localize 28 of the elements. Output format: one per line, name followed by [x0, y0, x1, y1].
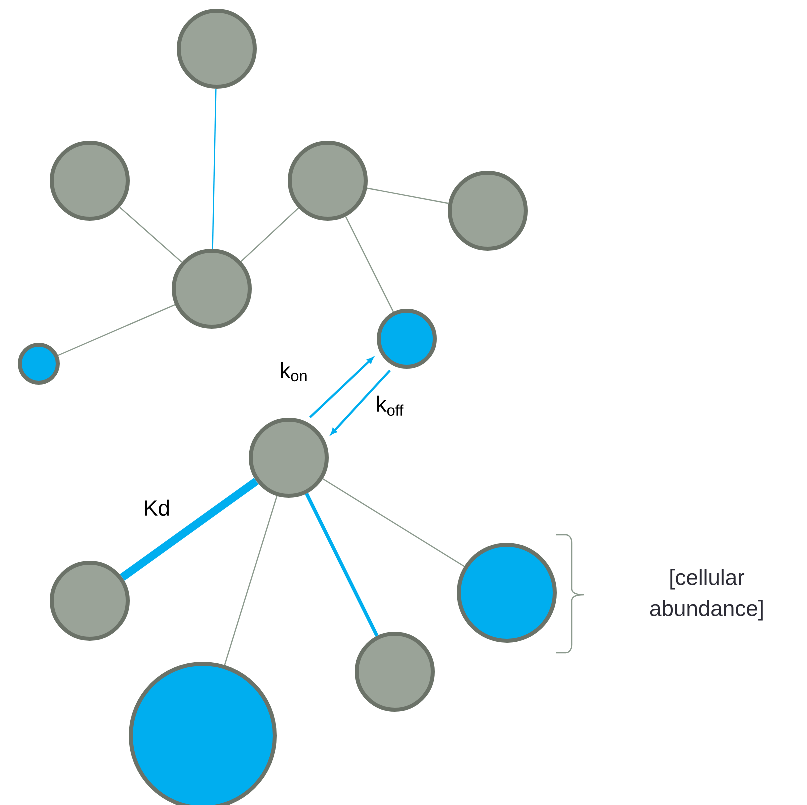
- network-node: [288, 140, 368, 221]
- connector-line: [240, 208, 300, 262]
- network-node: [50, 140, 130, 221]
- network-node: [129, 662, 277, 805]
- connector-line: [58, 304, 176, 356]
- connector-line: [367, 188, 449, 204]
- connector-line: [212, 88, 217, 249]
- network-node: [172, 248, 252, 329]
- connector-line: [224, 496, 278, 666]
- connector-line: [120, 207, 182, 263]
- network-node: [377, 308, 437, 369]
- network-node: [249, 418, 329, 498]
- connector-line: [322, 478, 465, 568]
- annotation-text: [cellular abundance]: [650, 569, 763, 621]
- connector-line: [305, 493, 379, 637]
- edge-label: k$_{off}$: [374, 394, 406, 418]
- arrow: [330, 370, 392, 435]
- network-node: [448, 170, 528, 251]
- network-node: [50, 560, 130, 641]
- edge-label: k$_{on}$: [278, 361, 310, 383]
- network-node: [457, 542, 557, 643]
- network-node: [177, 8, 257, 89]
- edge-label: Kd: [142, 498, 172, 518]
- network-node: [18, 342, 60, 385]
- arrow: [310, 357, 374, 418]
- connector-line: [345, 216, 394, 312]
- network-node: [355, 632, 435, 712]
- connector-line: [120, 478, 259, 581]
